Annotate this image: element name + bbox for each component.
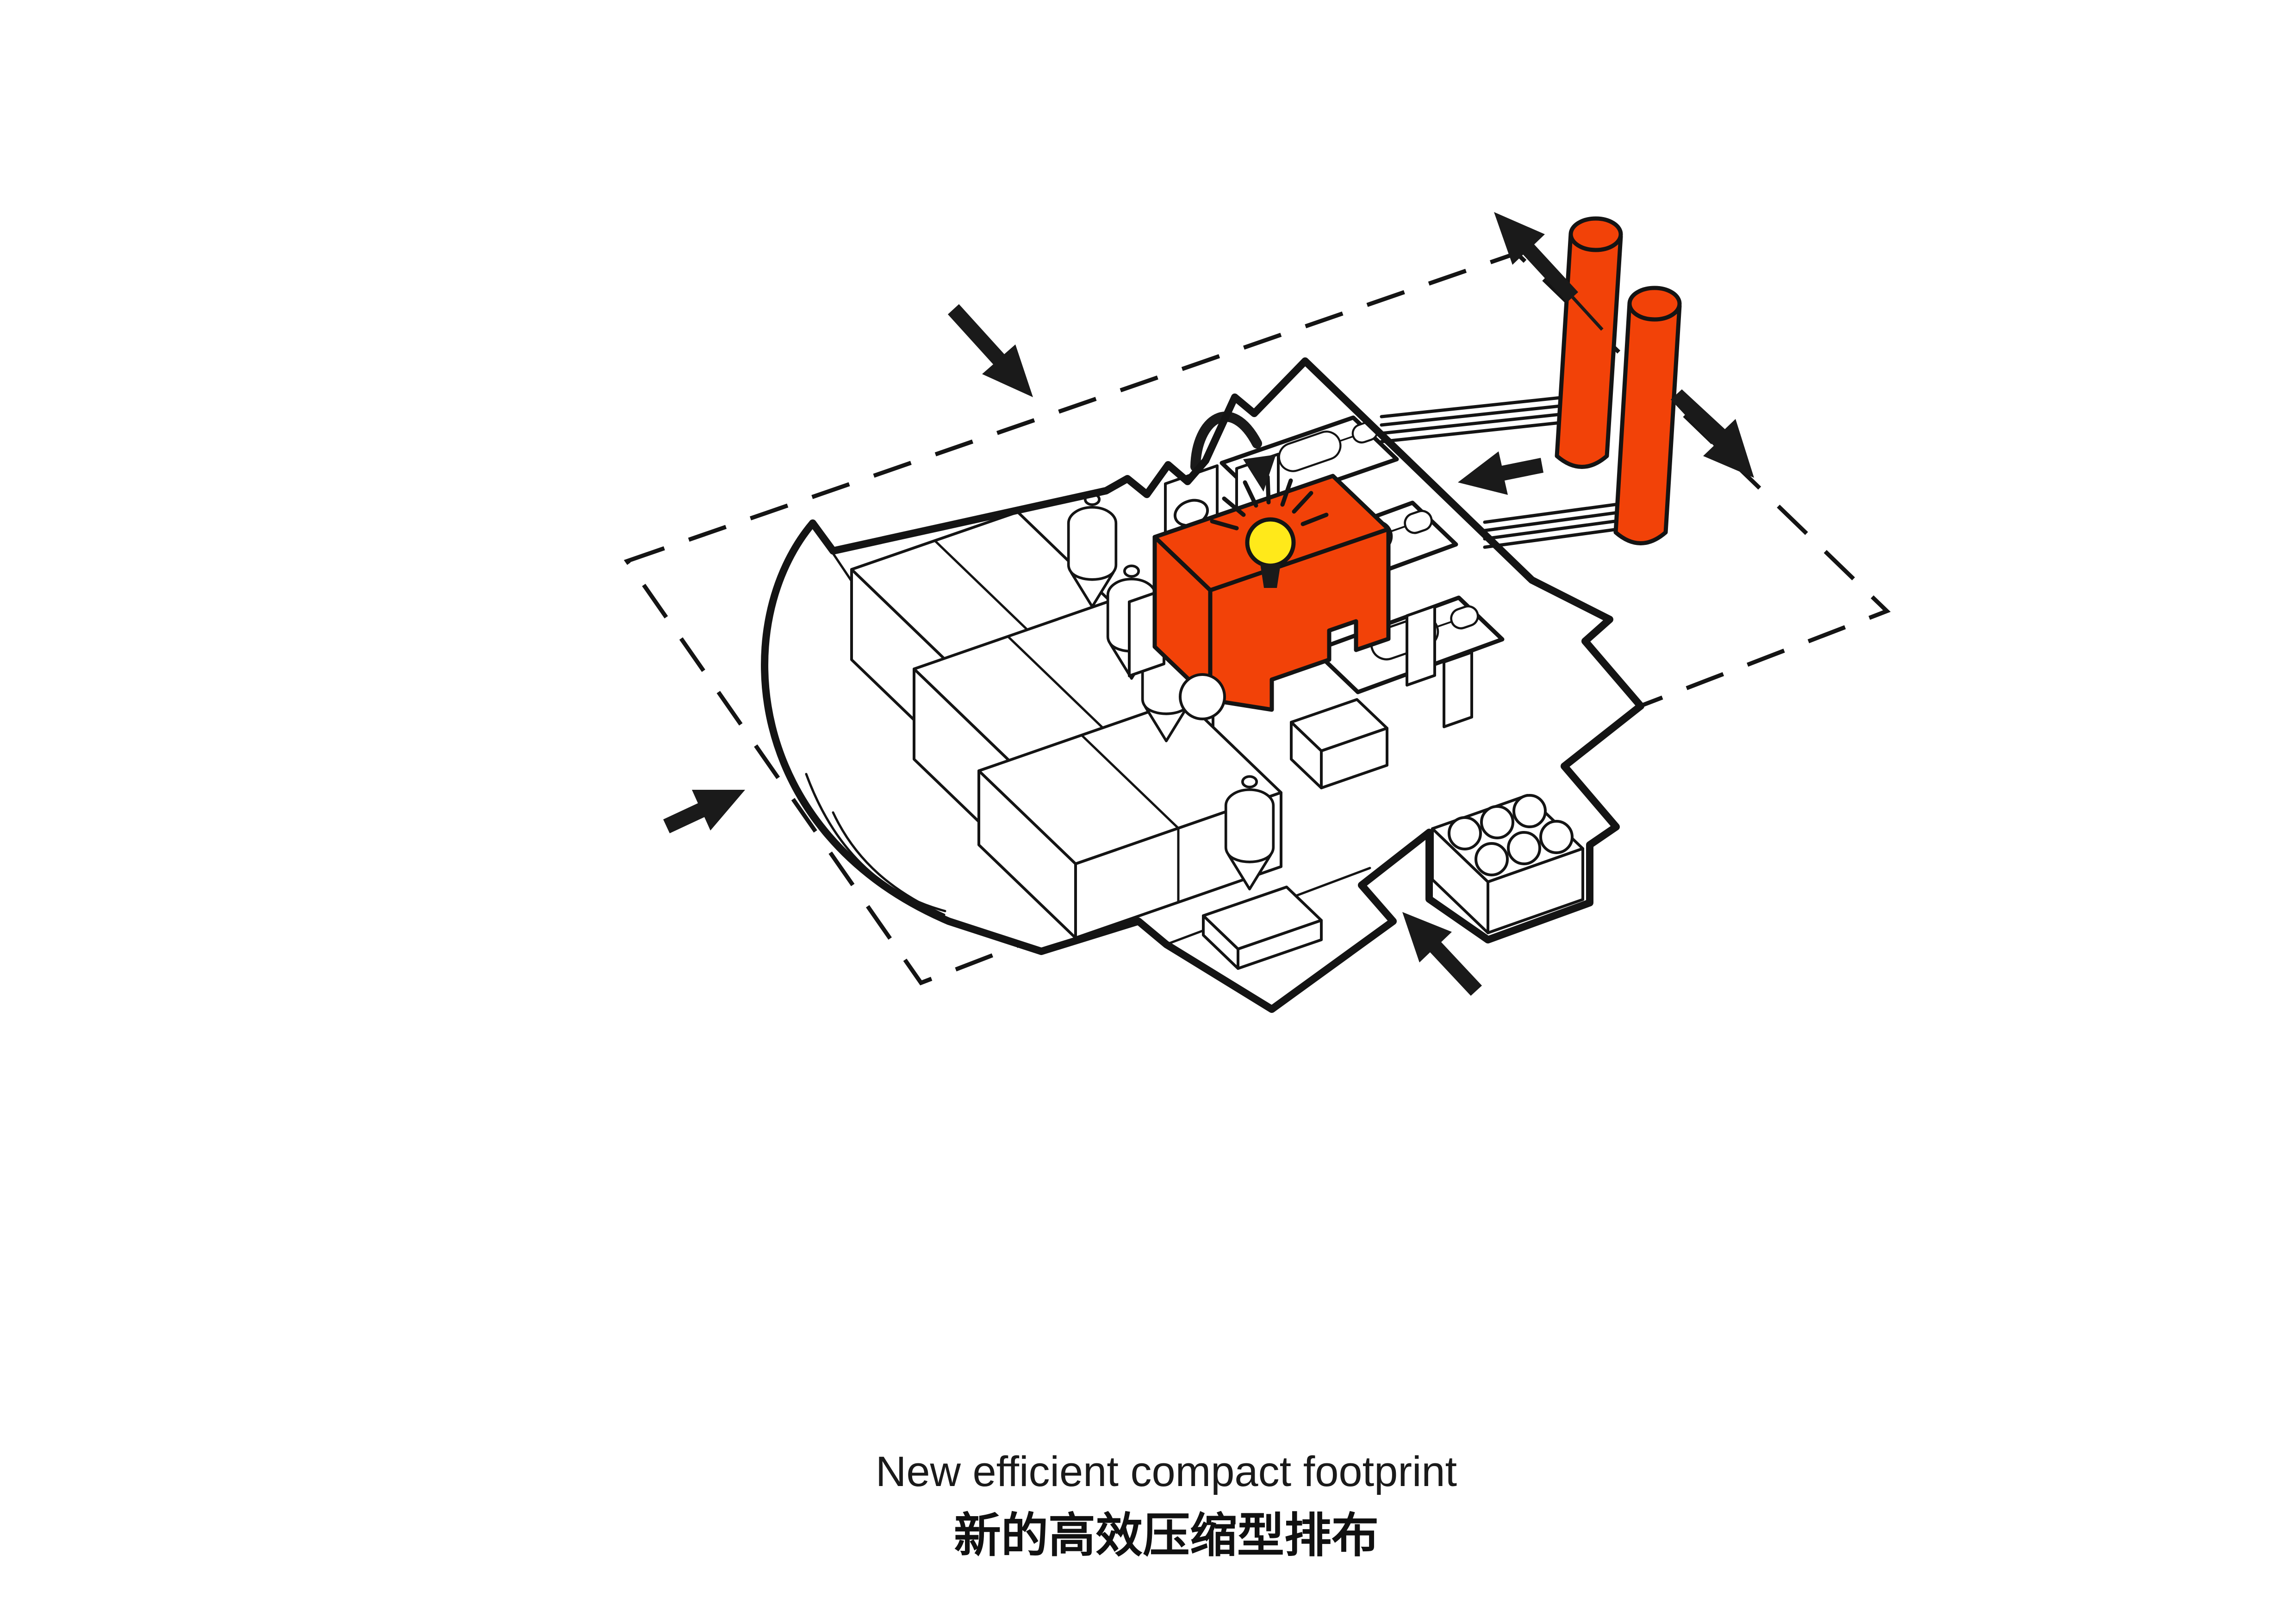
arrow-bottom-left: [663, 790, 745, 833]
light-rays: [1210, 475, 1329, 531]
caption-chinese: 新的高效压缩型排布: [954, 1508, 1379, 1563]
machine-silhouette: [761, 357, 1644, 1013]
chimney-stack-left: [1555, 216, 1623, 469]
bulb-screw-base: [1260, 564, 1281, 588]
chimney-stack-right: [1613, 286, 1682, 545]
highlight-box: [1152, 474, 1391, 720]
lightbulb-icon: [1210, 475, 1329, 588]
arrow-right: [1671, 389, 1754, 478]
arrows: [663, 212, 1754, 996]
bottle-crate: [1431, 794, 1584, 934]
site-boundary-dashed: [623, 250, 1891, 986]
arrow-top-left: [948, 304, 1033, 397]
hopper-dome-peek: [1179, 673, 1226, 720]
arrow-curved-flip: [1190, 412, 1276, 492]
platform-slab: [1165, 867, 1371, 970]
arrow-bottom: [1402, 912, 1482, 996]
pipe-bundle: [1380, 393, 1588, 443]
caption-english: New efficient compact footprint: [876, 1448, 1457, 1495]
arrow-mid-left: [1458, 451, 1543, 495]
small-equipment-box: [1290, 698, 1388, 789]
arrow-top-right: [1494, 212, 1604, 331]
